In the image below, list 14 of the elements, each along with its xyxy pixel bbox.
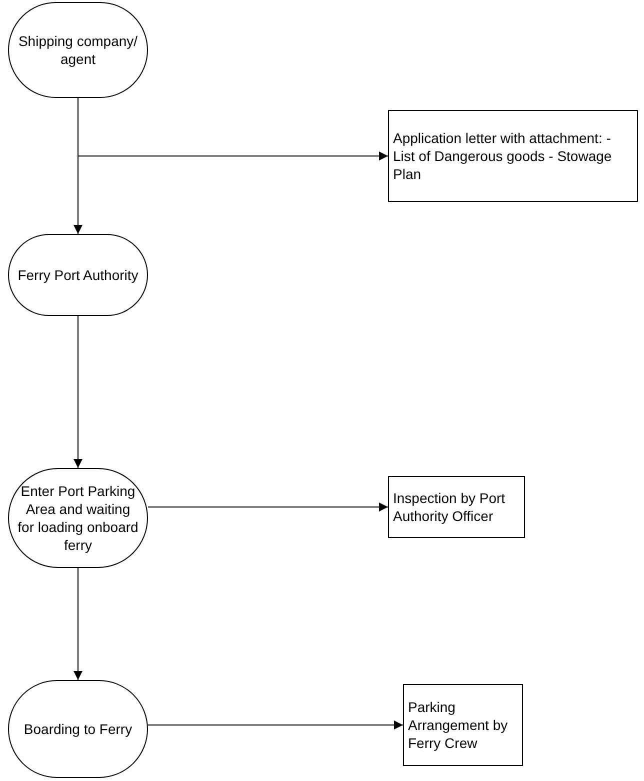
arrow (148, 720, 404, 730)
arrow (148, 502, 388, 512)
process-box (388, 476, 525, 538)
arrow (74, 568, 82, 680)
arrow (74, 316, 82, 468)
process-box (388, 110, 638, 202)
node-label: Ferry Port Authority (18, 266, 138, 284)
node-label: Boarding to Ferry (24, 720, 132, 738)
node-label: Shipping company/ agent (17, 32, 139, 68)
node-label: Inspection by Port Authority Officer (393, 488, 506, 526)
node-label: Enter Port Parking Area and waiting for loading onboard ferry (17, 482, 139, 554)
node-label: Parking Arrangement by Ferry Crew (408, 698, 509, 752)
node-label: Application letter with attachment: - List of Dangerous goods - Stowage Plan (393, 128, 613, 184)
process-box (403, 684, 523, 766)
